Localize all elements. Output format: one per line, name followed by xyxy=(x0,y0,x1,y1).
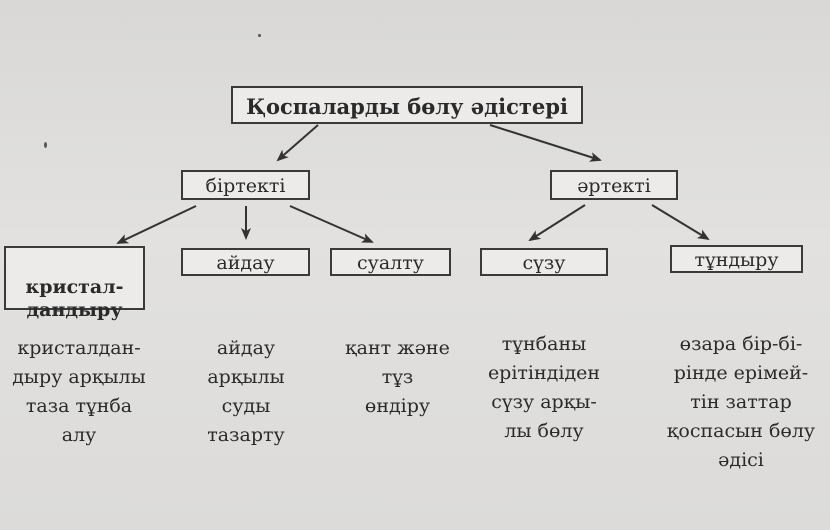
group-box-2: әртекті xyxy=(550,170,678,200)
method-label: тұндыру xyxy=(694,249,779,271)
arrow-group2-to-method-3 xyxy=(528,204,586,242)
method-label: сүзу xyxy=(522,252,566,274)
method-box-4: сүзу xyxy=(480,248,608,276)
method-box-5: тұндыру xyxy=(670,245,803,273)
method-description: өзара бір-бі- рінде ерімей- тін заттар қ… xyxy=(666,333,816,471)
method-label: айдау xyxy=(216,252,275,274)
method-box-1: кристал- дандыру xyxy=(4,246,145,321)
arrow-title-to-group-2 xyxy=(489,124,602,162)
arrow-group1-to-method-2 xyxy=(289,205,374,243)
method-box-2: айдау xyxy=(181,248,310,276)
method-label: суалту xyxy=(357,252,424,274)
group-label: әртекті xyxy=(577,175,651,197)
method-description: қант және тұз өндіру xyxy=(345,337,450,417)
method-description: тұнбаны ерітіндіден сүзу арқы- лы бөлу xyxy=(487,333,601,442)
speck xyxy=(258,34,261,37)
method-box-3: суалту xyxy=(330,248,451,276)
group-label: біртекті xyxy=(205,175,286,197)
method-label: кристал- дандыру xyxy=(25,275,124,321)
arrow-group1-to-method-0 xyxy=(116,205,197,244)
diagram-title-box: Қоспаларды бөлу әдістері xyxy=(231,86,583,124)
arrow-title-to-group-1 xyxy=(276,124,319,162)
speck xyxy=(44,142,47,148)
diagram-title: Қоспаларды бөлу әдістері xyxy=(246,94,568,119)
method-description: кристалдан- дыру арқылы таза тұнба алу xyxy=(12,337,146,446)
arrow-group2-to-method-4 xyxy=(651,204,710,241)
group-box-1: біртекті xyxy=(181,170,310,200)
method-description: айдау арқылы суды тазарту xyxy=(207,337,285,446)
